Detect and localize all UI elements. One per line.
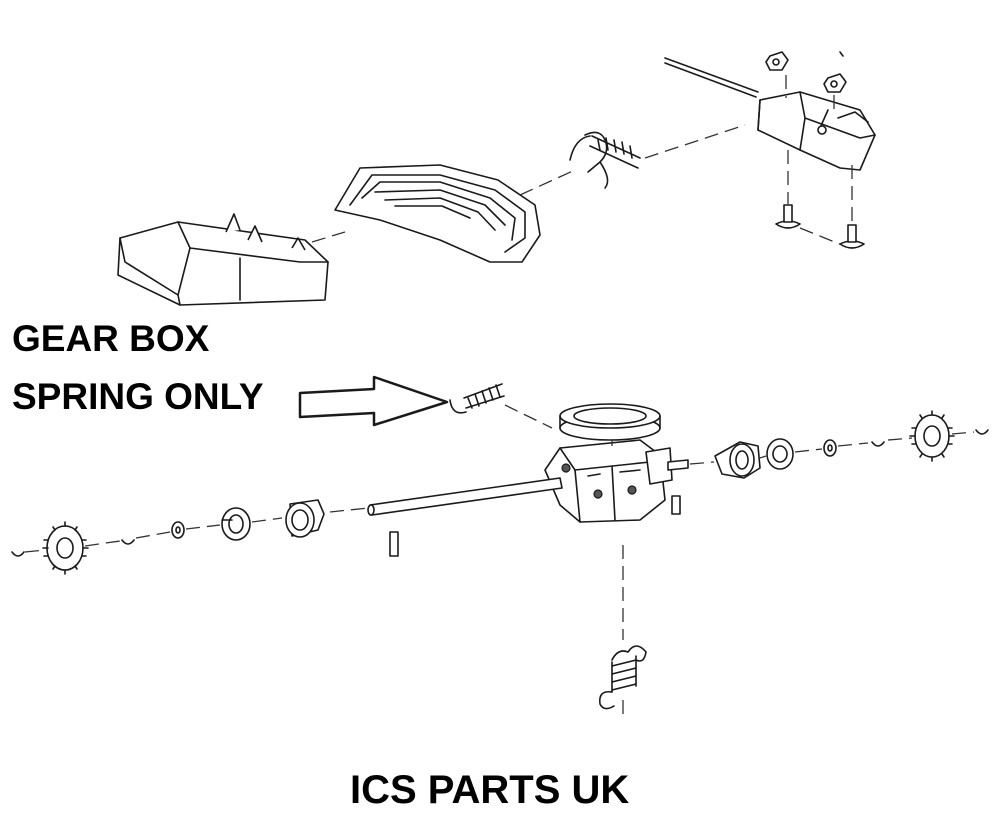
upper-assembly-dash-lines [311,75,853,246]
right-arrow-icon [298,375,449,427]
rod-part [664,57,759,98]
right-wheel-parts [689,410,989,479]
callout-arrow [298,375,449,427]
return-spring-part [598,645,647,710]
left-bearing-part [221,507,251,541]
right-bearing-part [766,438,794,470]
pulley-part [559,403,661,441]
gearbox-spring-part [449,383,505,414]
right-bushing-part [714,441,761,479]
footer-brand-text: ICS PARTS UK [350,768,630,812]
gearbox-body-part [544,439,689,523]
bolt-parts [775,204,865,249]
grip-panel-part [334,164,541,263]
handle-cover-part [117,213,329,306]
right-gear-part [909,410,955,462]
left-gear-part [42,521,89,575]
left-bushing-part [285,499,325,538]
handle-spring-part [569,131,641,189]
lever-bracket-part [757,91,876,171]
callout-label-spring-only: SPRING ONLY [12,376,264,417]
nut-parts [765,51,847,93]
lower-assembly-dash-lines [504,404,624,718]
axle-part [367,477,563,516]
pin-parts [389,495,681,557]
callout-label-gear-box: GEAR BOX [12,318,210,359]
left-wheel-parts [11,499,369,575]
